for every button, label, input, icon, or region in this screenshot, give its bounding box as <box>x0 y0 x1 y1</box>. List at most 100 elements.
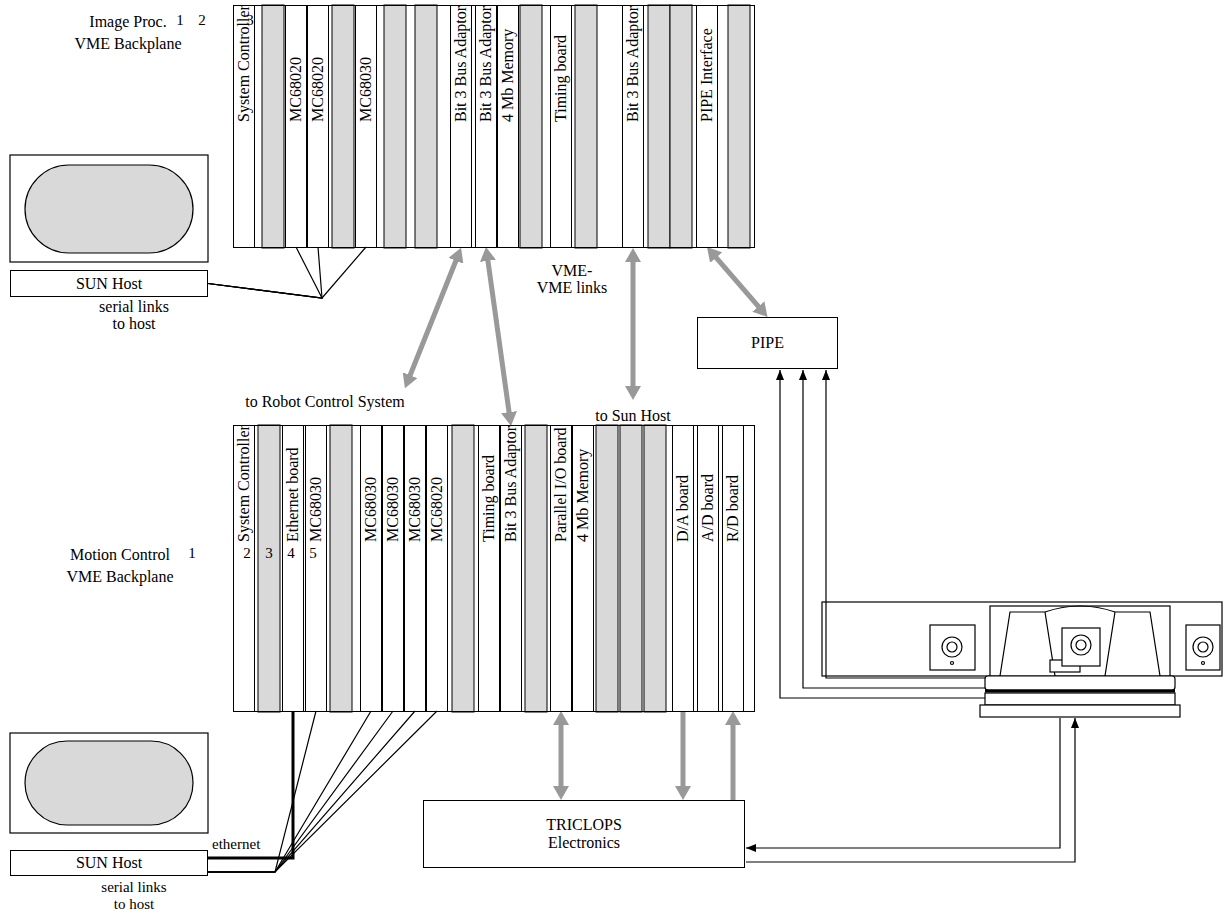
board-name: 4 Mb Memory <box>499 10 517 122</box>
camera <box>930 625 975 670</box>
processor-number: 3 <box>194 11 306 245</box>
monitor <box>10 155 208 833</box>
vme-board: Bit 3 Bus Adaptor <box>475 6 497 247</box>
board-name: MC68030 <box>307 430 325 542</box>
unit-name: TRICLOPS Electronics <box>536 816 632 852</box>
head-arc <box>1045 606 1115 612</box>
empty-slot <box>728 5 750 248</box>
vme-backplane: System ControllerEthernet boardMC680301M… <box>233 425 755 712</box>
vme-board: MC680304 <box>404 426 426 711</box>
vme-board: System Controller <box>233 6 255 247</box>
board-name: MC68030 <box>357 10 375 122</box>
ethernet-cable <box>208 711 293 858</box>
board-name: MC68030 <box>406 430 424 542</box>
processor-number: 3 <box>213 544 325 709</box>
lens-mark <box>951 662 954 665</box>
vme-link <box>731 722 736 800</box>
vme-board: MC680301 <box>305 426 327 711</box>
empty-slot <box>620 425 642 712</box>
board-name: MC68020 <box>309 10 327 122</box>
vme-board: 4 Mb Memory <box>497 6 519 247</box>
head-body <box>990 606 1170 676</box>
board-name: MC68030 <box>362 430 380 542</box>
vme-board: Ethernet board <box>282 426 304 711</box>
unit-name: SUN Host <box>76 854 142 872</box>
processor-number: 2 <box>191 544 303 709</box>
serial-link <box>208 711 437 872</box>
empty-slot <box>258 425 280 712</box>
empty-slot <box>520 5 542 248</box>
empty-slot <box>575 5 597 248</box>
unit-box: SUN Host <box>10 270 208 297</box>
empty-slot <box>452 425 474 712</box>
serial-link <box>208 711 371 872</box>
unit-name: PIPE <box>751 334 784 352</box>
backplane-title: Motion Control VME Backplane <box>64 544 176 588</box>
vme-board: MC680202 <box>307 6 329 247</box>
vme-board: Bit 3 Bus Adaptor <box>450 6 472 247</box>
base-plate <box>980 705 1180 717</box>
vme-board: MC680205 <box>426 426 448 711</box>
serial-link <box>208 711 393 872</box>
empty-slot <box>330 425 352 712</box>
lens-mark <box>1202 662 1205 665</box>
vme-board: 4 Mb Memory <box>572 426 594 711</box>
vme-board: R/D board <box>722 426 744 711</box>
board-name: R/D board <box>724 430 742 542</box>
vme-board: A/D board <box>697 426 719 711</box>
empty-slot <box>415 5 437 248</box>
board-name: Timing board <box>480 430 498 542</box>
vme-board: MC680201 <box>285 6 307 247</box>
pillar <box>1000 612 1055 676</box>
empty-slot <box>596 425 618 712</box>
empty-slot <box>332 5 354 248</box>
annotation: ethernet <box>212 836 274 853</box>
empty-slot <box>670 5 692 248</box>
sensor-wire <box>746 718 1060 848</box>
monitor-frame <box>10 155 208 262</box>
vme-board: MC680303 <box>355 6 377 247</box>
vme-board: Bit 3 Bus Adaptor <box>500 426 522 711</box>
vme-link <box>488 258 510 415</box>
vme-board: Parallel I/O board <box>550 426 572 711</box>
base-rim <box>985 690 1175 693</box>
empty-slot <box>525 425 547 712</box>
board-name: Bit 3 Bus Adaptor <box>624 10 642 122</box>
pillar <box>1105 612 1160 676</box>
drive-wire <box>746 718 1075 862</box>
board-name: MC68030 <box>384 430 402 542</box>
vme-link <box>681 711 686 789</box>
annotation: serial links to host <box>95 298 173 332</box>
annotation: to Sun Host <box>583 407 683 424</box>
board-name: Bit 3 Bus Adaptor <box>477 10 495 122</box>
vme-board: MC680302 <box>360 426 382 711</box>
unit-box: TRICLOPS Electronics <box>423 800 745 868</box>
vme-link <box>409 258 457 378</box>
video-wire <box>780 370 985 698</box>
empty-slot <box>644 425 666 712</box>
video-wire <box>803 370 985 688</box>
base-disk <box>985 693 1175 705</box>
camera <box>1186 625 1220 670</box>
backplane-title: Image Proc. VME Backplane <box>72 11 184 55</box>
empty-slot <box>262 5 284 248</box>
vme-link <box>714 255 760 308</box>
lens <box>1076 640 1086 650</box>
board-name: MC68020 <box>287 10 305 122</box>
vme-board: Bit 3 Bus Adaptor <box>622 6 644 247</box>
processor-number: 5 <box>257 544 369 709</box>
board-name: 4 Mb Memory <box>574 430 592 542</box>
serial-link <box>208 247 366 298</box>
empty-slot <box>258 5 750 712</box>
vme-link <box>409 258 633 389</box>
vme-board: PIPE Interface <box>696 6 718 247</box>
empty-slot <box>648 5 670 248</box>
board-name: System Controller <box>235 430 253 542</box>
vme-link <box>631 259 636 389</box>
lens <box>942 637 962 657</box>
vme-backplane: System Controller MC680201MC680202 MC68030… <box>233 5 755 248</box>
camera <box>1062 628 1100 666</box>
